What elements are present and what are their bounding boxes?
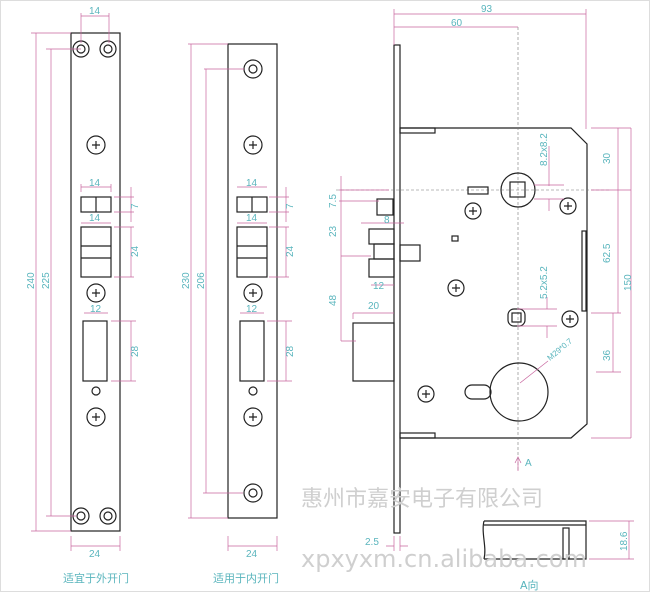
dim-label: M29*0.7 <box>546 336 575 362</box>
dim-label: 150 <box>623 274 634 291</box>
dim-label: 28 <box>130 345 141 357</box>
caption-view-a: A向 <box>520 578 539 592</box>
dim-label: 230 <box>181 272 192 289</box>
screw-icon <box>561 310 579 328</box>
view-a: 18.6 A向 <box>482 520 634 592</box>
dim-label: 60 <box>451 18 463 29</box>
caption-outward: 适宜于外开门 <box>63 571 129 585</box>
dim-label: 14 <box>89 6 101 17</box>
dim-label: 24 <box>130 245 141 257</box>
screw-icon <box>243 407 263 427</box>
screw-icon <box>559 197 577 215</box>
screw-icon <box>86 407 106 427</box>
dim-label: 5.2x5.2 <box>539 266 550 299</box>
dim-label: 8.2x8.2 <box>539 133 550 166</box>
dim-label: 7 <box>285 203 296 209</box>
dim-label: 28 <box>285 345 296 357</box>
middle-faceplate: 230 206 14 7 14 24 12 28 24 适用于内开门 <box>181 43 296 585</box>
dim-label: 20 <box>368 301 380 312</box>
dim-label: 206 <box>196 272 207 289</box>
dim-label: 7.5 <box>328 194 339 208</box>
screw-icon <box>447 279 465 297</box>
screw-icon <box>243 283 263 303</box>
dim-label: 12 <box>246 304 258 315</box>
dim-label: 24 <box>285 245 296 257</box>
view-marker: A <box>525 458 532 469</box>
dim-label: 12 <box>373 281 385 292</box>
dim-label: 18.6 <box>619 531 630 551</box>
screw-icon <box>464 202 482 220</box>
screw-icon <box>86 283 106 303</box>
dim-label: 14 <box>89 213 101 224</box>
dim-label: 36 <box>602 349 613 361</box>
dim-label: 23 <box>328 225 339 237</box>
dim-label: 8 <box>384 215 390 226</box>
dim-label: 225 <box>41 272 52 289</box>
dim-label: 62.5 <box>602 243 613 263</box>
watermark-company: 惠州市嘉安电子有限公司 <box>301 487 543 512</box>
dim-label: 12 <box>90 304 102 315</box>
lock-body: 93 60 7.5 23 8 12 48 20 8.2x8.2 5.2x5.2 … <box>328 4 634 551</box>
screw-icon <box>243 135 263 155</box>
dim-label: 14 <box>246 213 258 224</box>
dim-label: 14 <box>246 178 258 189</box>
dim-label: 14 <box>89 178 101 189</box>
dim-label: 24 <box>89 549 101 560</box>
dim-label: 2.5 <box>365 537 379 548</box>
caption-inward: 适用于内开门 <box>213 571 279 585</box>
dim-label: 93 <box>481 4 493 15</box>
screw-icon <box>417 385 435 403</box>
screw-icon <box>86 135 106 155</box>
dim-label: 24 <box>246 549 258 560</box>
dim-label: 30 <box>602 152 613 164</box>
left-faceplate: 14 240 225 14 7 14 24 12 28 24 适宜于外开门 <box>26 6 141 585</box>
dim-label: 48 <box>328 294 339 306</box>
dim-label: 240 <box>26 272 37 289</box>
dim-label: 7 <box>130 203 141 209</box>
watermark-site: xpxyxm.cn.alibaba.com <box>301 545 587 573</box>
